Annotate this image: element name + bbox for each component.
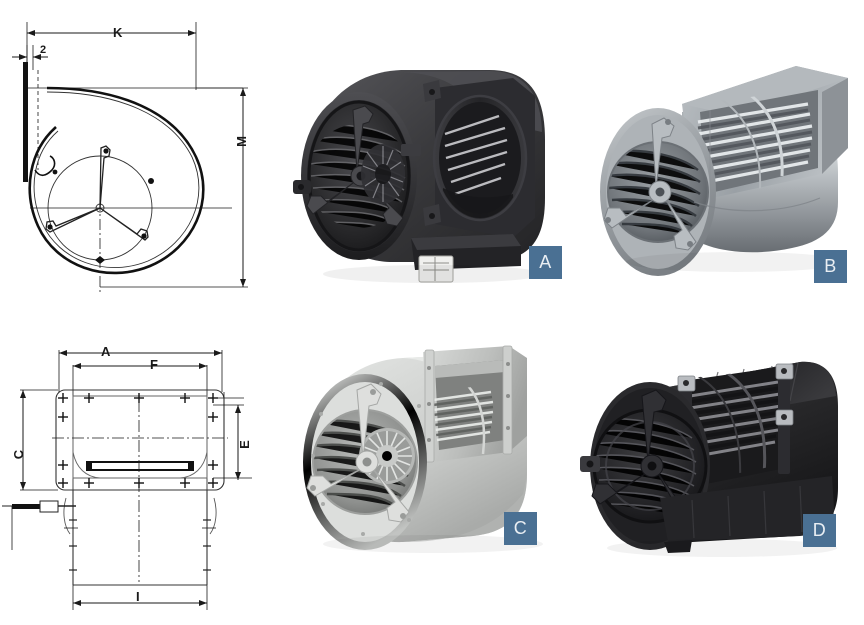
dimension-label-f: F <box>150 357 158 372</box>
photo-badge-c: C <box>504 512 537 545</box>
dimension-label-k: K <box>113 25 123 40</box>
photo-badge-c-label: C <box>513 518 528 538</box>
dimension-label-i: I <box>136 589 140 604</box>
photo-badge-b-label: B <box>824 256 837 276</box>
blower-photo-a: A <box>283 48 570 288</box>
photo-badge-a-label: A <box>539 252 552 272</box>
dimension-label-2: 2 <box>40 44 47 56</box>
drawing-fan-scroll-side-view: K 2 M <box>0 0 278 300</box>
dimension-label-c: C <box>11 449 27 460</box>
blower-photo-c: C <box>283 344 570 562</box>
blower-photo-d: D <box>572 348 864 564</box>
drawing-fan-mounting-plate-view: A F C E I <box>0 320 278 625</box>
dimension-label-a: A <box>101 344 111 359</box>
photo-badge-d-label: D <box>812 520 827 540</box>
photo-badge-d: D <box>803 514 836 547</box>
blower-photo-b: B <box>586 52 864 290</box>
photo-badge-a: A <box>529 246 562 279</box>
photo-badge-b: B <box>814 250 847 283</box>
dimension-label-m: M <box>233 136 249 147</box>
dimension-label-e: E <box>236 440 252 449</box>
